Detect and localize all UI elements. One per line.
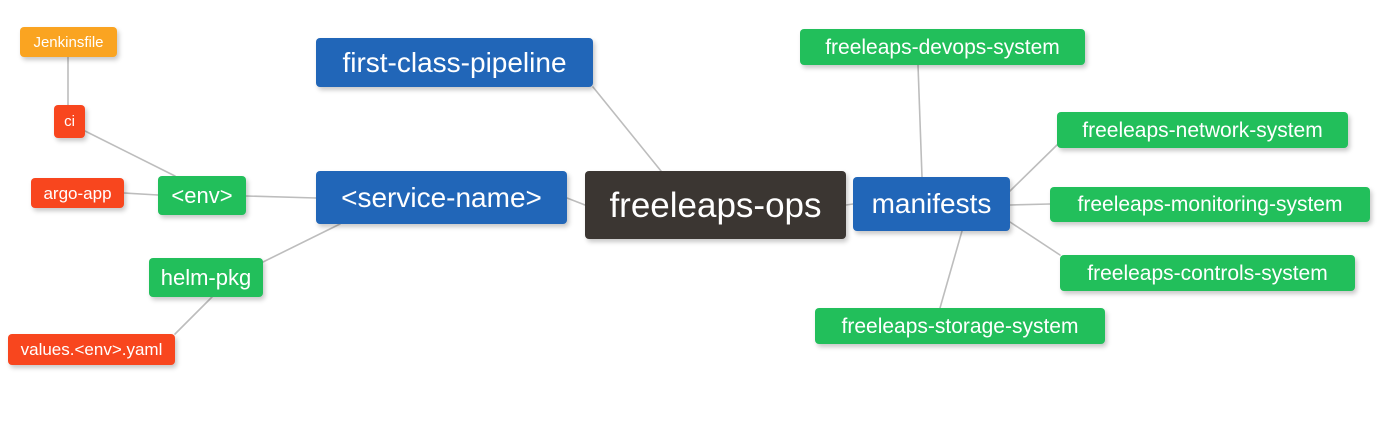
edge-freeleaps-ops-to-manifests	[845, 203, 854, 206]
node-values-env-yaml[interactable]: values.<env>.yaml	[8, 334, 175, 365]
edge-manifests-to-freeleaps-storage-system	[939, 230, 963, 309]
node-freeleaps-ops[interactable]: freeleaps-ops	[585, 171, 846, 239]
edge-env-to-argo-app	[123, 192, 159, 196]
node-freeleaps-storage-system[interactable]: freeleaps-storage-system	[815, 308, 1105, 344]
node-label-jenkinsfile: Jenkinsfile	[33, 33, 104, 51]
node-label-argo-app: argo-app	[43, 183, 112, 203]
edge-manifests-to-freeleaps-devops-system	[917, 64, 923, 178]
node-label-freeleaps-monitoring-system: freeleaps-monitoring-system	[1077, 193, 1343, 216]
node-label-values-env-yaml: values.<env>.yaml	[20, 340, 163, 359]
edge-freeleaps-ops-to-first-class-pipeline	[592, 86, 662, 172]
edge-helm-pkg-to-values-env-yaml	[174, 296, 213, 335]
edge-manifests-to-freeleaps-monitoring-system	[1009, 203, 1051, 206]
node-freeleaps-monitoring-system[interactable]: freeleaps-monitoring-system	[1050, 187, 1370, 222]
node-freeleaps-network-system[interactable]: freeleaps-network-system	[1057, 112, 1348, 148]
node-label-env: <env>	[171, 182, 233, 208]
node-freeleaps-controls-system[interactable]: freeleaps-controls-system	[1060, 255, 1355, 291]
node-service-name[interactable]: <service-name>	[316, 171, 567, 224]
edge-freeleaps-ops-to-service-name	[566, 197, 586, 206]
edge-service-name-to-helm-pkg	[262, 223, 341, 263]
node-label-ci: ci	[64, 113, 75, 130]
node-helm-pkg[interactable]: helm-pkg	[149, 258, 263, 297]
node-env[interactable]: <env>	[158, 176, 246, 215]
node-freeleaps-devops-system[interactable]: freeleaps-devops-system	[800, 29, 1085, 65]
node-label-service-name: <service-name>	[341, 181, 542, 213]
node-label-freeleaps-controls-system: freeleaps-controls-system	[1087, 261, 1328, 285]
node-ci[interactable]: ci	[54, 105, 85, 138]
edge-service-name-to-env	[245, 195, 317, 199]
node-label-first-class-pipeline: first-class-pipeline	[342, 46, 567, 78]
node-label-freeleaps-devops-system: freeleaps-devops-system	[825, 35, 1060, 59]
edge-env-to-ci	[84, 130, 176, 177]
node-label-freeleaps-storage-system: freeleaps-storage-system	[841, 314, 1079, 338]
node-label-freeleaps-network-system: freeleaps-network-system	[1082, 118, 1323, 142]
node-label-manifests: manifests	[871, 188, 992, 219]
node-manifests[interactable]: manifests	[853, 177, 1010, 231]
node-jenkinsfile[interactable]: Jenkinsfile	[20, 27, 117, 57]
node-label-freeleaps-ops: freeleaps-ops	[609, 185, 822, 225]
node-first-class-pipeline[interactable]: first-class-pipeline	[316, 38, 593, 87]
node-argo-app[interactable]: argo-app	[31, 178, 124, 208]
edge-manifests-to-freeleaps-controls-system	[1009, 221, 1061, 256]
node-label-helm-pkg: helm-pkg	[160, 264, 252, 290]
edge-manifests-to-freeleaps-network-system	[1009, 144, 1058, 192]
